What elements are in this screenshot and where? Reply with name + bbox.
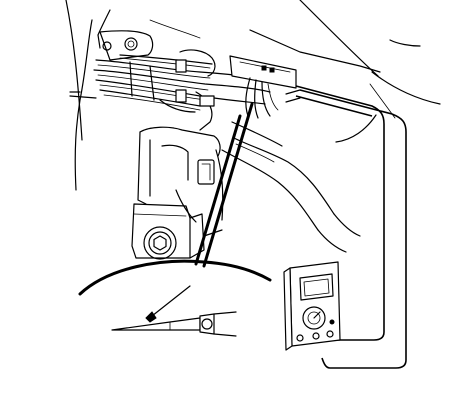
- test-leads: [285, 85, 407, 369]
- harness-connector: [229, 55, 297, 119]
- upper-bracket: [99, 30, 154, 61]
- digital-multimeter: [283, 261, 341, 351]
- magnified-view-callout: [78, 259, 272, 296]
- wiring-harness: [69, 49, 281, 131]
- callout-leader-lines: [194, 102, 254, 268]
- back-probe-pin: [145, 285, 191, 323]
- body-panel-outlines: [65, 0, 441, 191]
- test-lead-probe: [111, 311, 237, 337]
- mounting-bolt: [143, 226, 177, 260]
- engine-bracket: [131, 126, 224, 259]
